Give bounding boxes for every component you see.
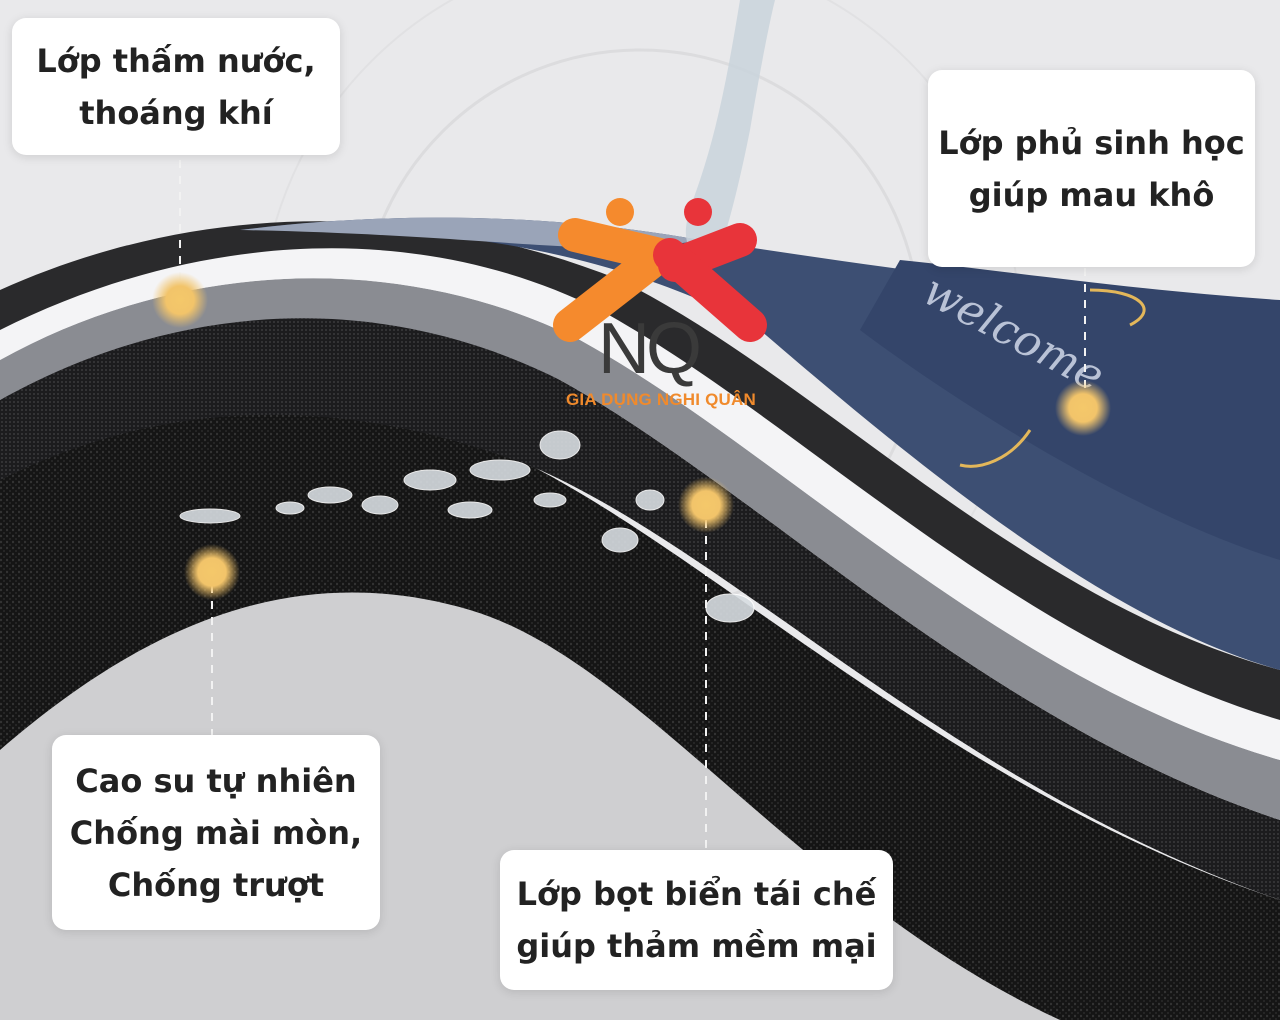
foam-layer <box>0 393 1280 990</box>
marker-dot <box>1055 380 1111 436</box>
label-line: Cao su tự nhiên <box>75 761 357 800</box>
waterproof-layer <box>0 221 1280 720</box>
label-line: Lớp bọt biển tái chế <box>516 875 877 913</box>
logo-monogram: NQ <box>598 309 702 389</box>
water-stream <box>685 0 775 250</box>
brand-logo <box>553 198 767 342</box>
marker-dot <box>678 477 734 533</box>
leader-lines <box>179 160 1086 850</box>
label-line: Chống mài mòn, <box>69 813 363 852</box>
label-bio-coating: Lớp phủ sinh học giúp mau khô <box>928 70 1255 267</box>
label-line: thoáng khí <box>79 93 273 132</box>
label-waterproof-layer: Lớp thấm nước, thoáng khí <box>12 18 340 155</box>
label-line: Lớp phủ sinh học <box>938 123 1245 162</box>
label-foam-layer: Lớp bọt biển tái chế giúp thảm mềm mại <box>500 850 893 990</box>
label-line: giúp thảm mềm mại <box>516 927 877 965</box>
logo-brand-name: GIA DỤNG NGHI QUÂN <box>566 390 756 409</box>
water-droplets <box>179 430 755 623</box>
marker-dot <box>184 544 240 600</box>
markers <box>152 272 1111 600</box>
label-line: Lớp thấm nước, <box>36 41 316 80</box>
mesh-layer <box>0 310 1280 901</box>
label-line: Chống trượt <box>107 865 325 904</box>
marker-dot <box>152 272 208 328</box>
label-line: giúp mau khô <box>968 175 1215 214</box>
